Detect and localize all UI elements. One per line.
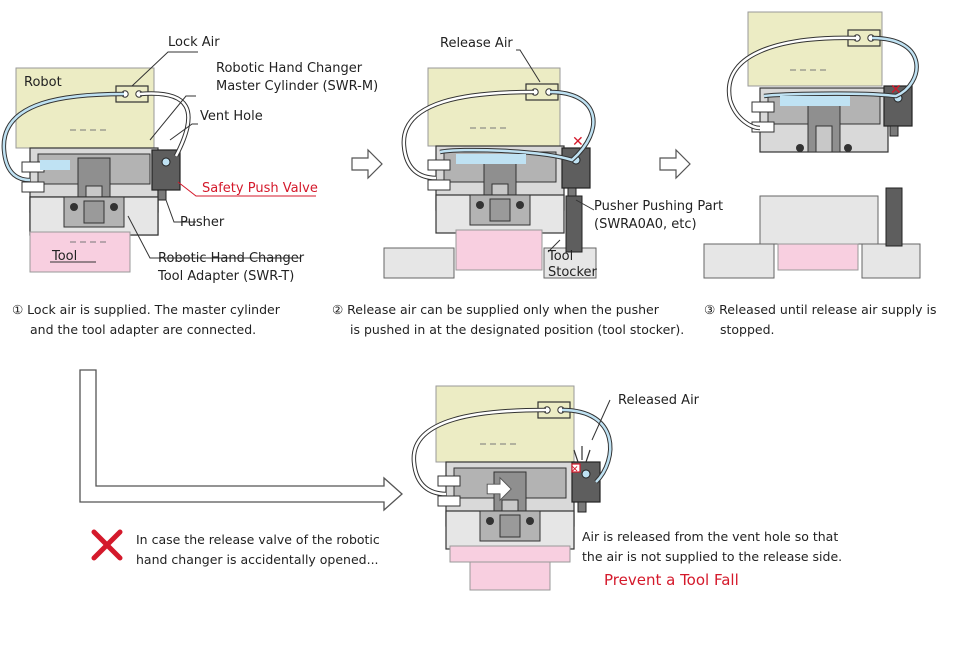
label-tool-adapter-line1: Robotic Hand Changer bbox=[158, 251, 305, 266]
label-released-air: Released Air bbox=[618, 393, 700, 408]
robot-body bbox=[15, 67, 155, 149]
tool-body bbox=[469, 561, 551, 591]
label-master-cylinder-line2: Master Cylinder (SWR-M) bbox=[216, 79, 378, 94]
label-safety-push-valve: Safety Push Valve bbox=[202, 181, 318, 196]
label-release-air: Release Air bbox=[440, 36, 513, 51]
label-pusher: Pusher bbox=[180, 215, 225, 230]
robot-body bbox=[427, 67, 561, 147]
caption-step1-line1: ① Lock air is supplied. The master cylin… bbox=[12, 302, 281, 317]
tool-body bbox=[29, 231, 131, 273]
prevent-tool-fall: Prevent a Tool Fall bbox=[604, 571, 739, 589]
pusher-pushing-part bbox=[565, 195, 583, 253]
stocker-left bbox=[703, 243, 775, 279]
caption-step2-line1: ② Release air can be supplied only when … bbox=[332, 302, 660, 317]
label-pusher-part-line1: Pusher Pushing Part bbox=[594, 199, 723, 214]
svg-text:✕: ✕ bbox=[572, 134, 584, 150]
tool-body bbox=[449, 545, 571, 563]
vent-text-line1: Air is released from the vent hole so th… bbox=[582, 529, 838, 544]
label-tool-adapter-line2: Tool Adapter (SWR-T) bbox=[157, 269, 294, 284]
robot-body bbox=[435, 385, 575, 463]
caption-step1-line2: and the tool adapter are connected. bbox=[30, 322, 256, 337]
hollow-arrow-right-icon bbox=[659, 149, 691, 179]
panel-2: ✕ bbox=[383, 49, 597, 279]
tool-body bbox=[777, 243, 859, 271]
panel-3: ✕ bbox=[703, 11, 921, 279]
svg-text:✕: ✕ bbox=[571, 465, 579, 475]
label-vent-hole: Vent Hole bbox=[200, 109, 263, 124]
vent-text-line2: the air is not supplied to the release s… bbox=[582, 549, 842, 564]
caption-step3-line2: stopped. bbox=[720, 322, 775, 337]
stocker-right bbox=[543, 247, 597, 279]
panel-1 bbox=[1, 51, 316, 273]
label-tool: Tool bbox=[51, 249, 77, 264]
hollow-arrow-right-icon bbox=[351, 149, 383, 179]
case-text-line2: hand changer is accidentally opened... bbox=[136, 552, 379, 567]
caption-step2-line2: is pushed in at the designated position … bbox=[350, 322, 684, 337]
panel-4: ✕ bbox=[411, 385, 613, 591]
label-tool-stocker-line1: Tool bbox=[547, 249, 573, 264]
pusher-pushing-part bbox=[885, 187, 903, 247]
red-cross-icon bbox=[91, 529, 123, 561]
label-lock-air: Lock Air bbox=[168, 35, 220, 50]
stocker-left bbox=[383, 247, 455, 279]
flow-arrow bbox=[79, 369, 403, 512]
svg-text:✕: ✕ bbox=[890, 82, 902, 98]
stocker-right bbox=[861, 243, 921, 279]
label-pusher-part-line2: (SWRA0A0, etc) bbox=[594, 217, 697, 232]
adapter-block bbox=[759, 195, 879, 245]
caption-step3-line1: ③ Released until release air supply is bbox=[704, 302, 937, 317]
label-robot: Robot bbox=[24, 75, 62, 90]
label-master-cylinder-line1: Robotic Hand Changer bbox=[216, 61, 363, 76]
tool-body bbox=[455, 229, 543, 271]
label-tool-stocker-line2: Stocker bbox=[548, 265, 598, 280]
case-text-line1: In case the release valve of the robotic bbox=[136, 532, 380, 547]
